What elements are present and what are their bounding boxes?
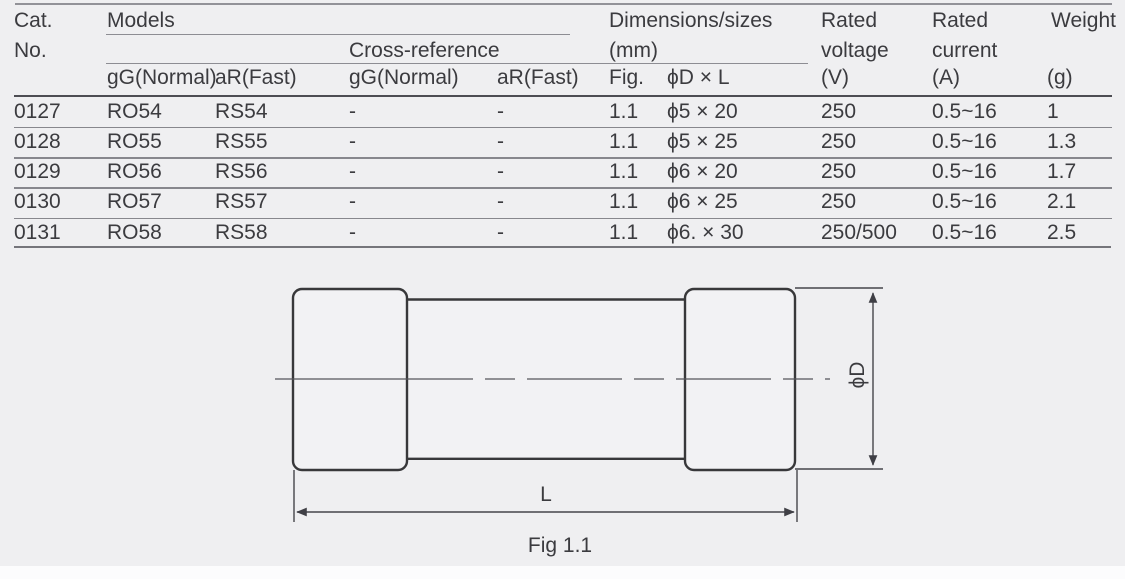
cell-weight: 2.1 — [1047, 190, 1077, 214]
header-rated-current-2: current — [932, 39, 998, 62]
cell-model-ar: RS56 — [215, 160, 268, 184]
cell-weight: 2.5 — [1047, 220, 1077, 244]
table-top-rule — [15, 3, 1112, 5]
cell-voltage: 250 — [821, 130, 857, 153]
cell-xref-ar: - — [497, 130, 504, 153]
figure-caption: Fig 1.1 — [527, 534, 593, 557]
header-dxl-col: ϕD × L — [667, 66, 730, 89]
models-group-underline — [106, 34, 570, 36]
cell-current: 0.5~16 — [932, 220, 997, 244]
header-current-unit: (A) — [932, 66, 960, 89]
cell-model-gg: RO58 — [107, 220, 162, 244]
cell-model-ar: RS58 — [215, 220, 268, 244]
cell-cat-no: 0130 — [14, 190, 61, 214]
header-xref-gg: gG(Normal) — [349, 66, 459, 89]
table-row: 0129 RO56 RS56 - - 1.1 ϕ6 × 20 250 0.5~1… — [0, 157, 1125, 187]
header-dimensions: Dimensions/sizes — [609, 9, 773, 32]
row-separator — [14, 187, 1112, 189]
cell-dxl: ϕ6 × 25 — [667, 190, 738, 214]
header-cat: Cat. — [14, 9, 53, 32]
fuse-dimension-diagram — [275, 287, 883, 522]
cell-fig: 1.1 — [609, 160, 639, 184]
cell-xref-gg: - — [349, 130, 356, 153]
cell-cat-no: 0129 — [14, 160, 61, 184]
row-separator — [14, 157, 1112, 159]
cell-model-ar: RS57 — [215, 190, 268, 214]
cell-model-ar: RS55 — [215, 130, 268, 153]
cell-cat-no: 0131 — [14, 220, 61, 244]
header-weight: Weight — [1051, 9, 1116, 32]
cell-dxl: ϕ6 × 20 — [667, 160, 738, 184]
cell-xref-ar: - — [497, 160, 504, 184]
cell-current: 0.5~16 — [932, 130, 997, 153]
cell-xref-gg: - — [349, 99, 356, 123]
cell-cat-no: 0128 — [14, 130, 61, 153]
header-weight-unit: (g) — [1047, 66, 1073, 89]
header-dimensions-unit: (mm) — [609, 39, 658, 62]
header-rated-voltage-2: voltage — [821, 39, 889, 62]
cell-xref-ar: - — [497, 99, 504, 123]
length-label: L — [540, 483, 552, 506]
cell-xref-gg: - — [349, 160, 356, 184]
cell-voltage: 250 — [821, 190, 857, 214]
header-no: No. — [14, 39, 47, 62]
diameter-label: ϕD — [846, 361, 869, 389]
header-voltage-unit: (V) — [821, 66, 849, 89]
table-row: 0128 RO55 RS55 - - 1.1 ϕ5 × 25 250 0.5~1… — [0, 127, 1125, 157]
cell-weight: 1.7 — [1047, 160, 1077, 184]
cell-dxl: ϕ5 × 20 — [667, 99, 738, 123]
cell-dxl: ϕ5 × 25 — [667, 130, 738, 153]
row-separator — [14, 217, 1112, 219]
cell-fig: 1.1 — [609, 190, 639, 214]
header-models-gg: gG(Normal) — [107, 66, 217, 89]
cell-fig: 1.1 — [609, 99, 639, 123]
cell-weight: 1.3 — [1047, 130, 1077, 153]
cell-voltage: 250 — [821, 160, 857, 184]
cell-dxl: ϕ6. × 30 — [667, 220, 744, 244]
cell-voltage: 250 — [821, 99, 857, 123]
cell-xref-gg: - — [349, 220, 356, 244]
cell-model-ar: RS54 — [215, 99, 268, 123]
cell-weight: 1 — [1047, 99, 1059, 123]
cell-voltage: 250/500 — [821, 220, 897, 244]
header-rated-current: Rated — [932, 9, 989, 32]
page-bottom-margin — [0, 566, 1125, 579]
cell-current: 0.5~16 — [932, 190, 997, 214]
header-rated-voltage: Rated — [821, 9, 878, 32]
cross-reference-underline — [106, 63, 808, 65]
header-fig-col: Fig. — [609, 66, 645, 89]
row-separator — [14, 127, 1112, 129]
cell-model-gg: RO54 — [107, 99, 162, 123]
cell-xref-ar: - — [497, 190, 504, 214]
table-row: 0127 RO54 RS54 - - 1.1 ϕ5 × 20 250 0.5~1… — [0, 97, 1125, 127]
header-xref-ar: aR(Fast) — [497, 66, 579, 89]
cell-xref-ar: - — [497, 220, 504, 244]
header-models-ar: aR(Fast) — [215, 66, 297, 89]
table-row: 0130 RO57 RS57 - - 1.1 ϕ6 × 25 250 0.5~1… — [0, 187, 1125, 217]
cell-model-gg: RO57 — [107, 190, 162, 214]
cell-model-gg: RO56 — [107, 160, 162, 184]
cell-current: 0.5~16 — [932, 160, 997, 184]
cell-current: 0.5~16 — [932, 99, 997, 123]
cell-fig: 1.1 — [609, 130, 639, 153]
cell-fig: 1.1 — [609, 220, 639, 244]
table-row: 0131 RO58 RS58 - - 1.1 ϕ6. × 30 250/500 … — [0, 218, 1125, 248]
table-bottom-rule — [14, 246, 1111, 248]
header-bottom-rule — [14, 95, 1112, 98]
cell-xref-gg: - — [349, 190, 356, 214]
header-models-group: Models — [107, 9, 175, 32]
cell-model-gg: RO55 — [107, 130, 162, 153]
header-cross-reference-group: Cross-reference — [349, 39, 500, 62]
cell-cat-no: 0127 — [14, 99, 61, 123]
